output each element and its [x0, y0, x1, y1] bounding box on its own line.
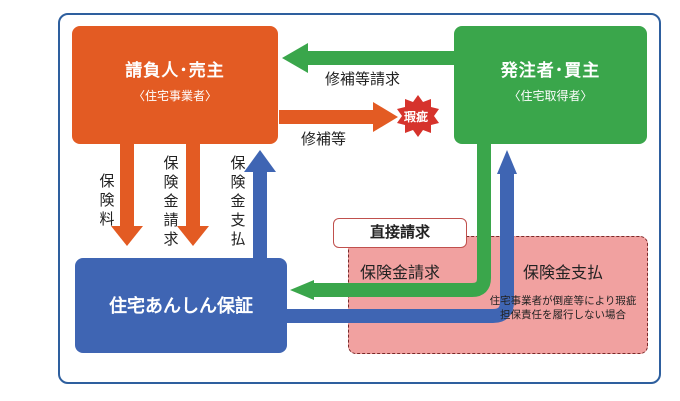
- repair-request-label: 修補等請求: [325, 70, 401, 88]
- payment-arrow: [244, 150, 276, 258]
- orderer-subtitle: 〈住宅取得者〉: [508, 89, 593, 103]
- direct-payment-label: 保険金支払: [523, 263, 604, 282]
- direct-claim-note: 住宅事業者が倒産等により瑕疵担保責任を履行しない場合: [489, 295, 637, 321]
- repair-arrow: [279, 102, 398, 132]
- insurance-title: 住宅あんしん保証: [109, 296, 253, 317]
- direct-claim-label: 保険金請求: [360, 263, 441, 282]
- direct-claim-heading: 直接請求: [333, 218, 467, 248]
- orderer-box: 発注者･買主 〈住宅取得者〉: [454, 26, 647, 144]
- contractor-box: 請負人･売主 〈住宅事業者〉: [72, 26, 278, 144]
- contractor-title: 請負人･売主: [125, 61, 225, 81]
- claim-arrow: [177, 144, 209, 246]
- payment-label: 保険金支払: [230, 154, 246, 248]
- repair-label: 修補等: [301, 130, 347, 148]
- direct-payment-arrow: [287, 150, 517, 323]
- claim-label: 保険金請求: [163, 154, 179, 248]
- premium-label: 保険料: [99, 172, 115, 228]
- repair-request-arrow: [282, 43, 455, 73]
- premium-arrow: [111, 144, 143, 246]
- contractor-subtitle: 〈住宅事業者〉: [132, 89, 217, 103]
- diagram-frame: [58, 13, 661, 384]
- orderer-title: 発注者･買主: [500, 61, 601, 81]
- defect-badge: [397, 95, 439, 137]
- direct-claim-arrow: [290, 144, 491, 300]
- insurance-box: 住宅あんしん保証: [75, 258, 287, 353]
- defect-label: 瑕疵: [404, 110, 429, 124]
